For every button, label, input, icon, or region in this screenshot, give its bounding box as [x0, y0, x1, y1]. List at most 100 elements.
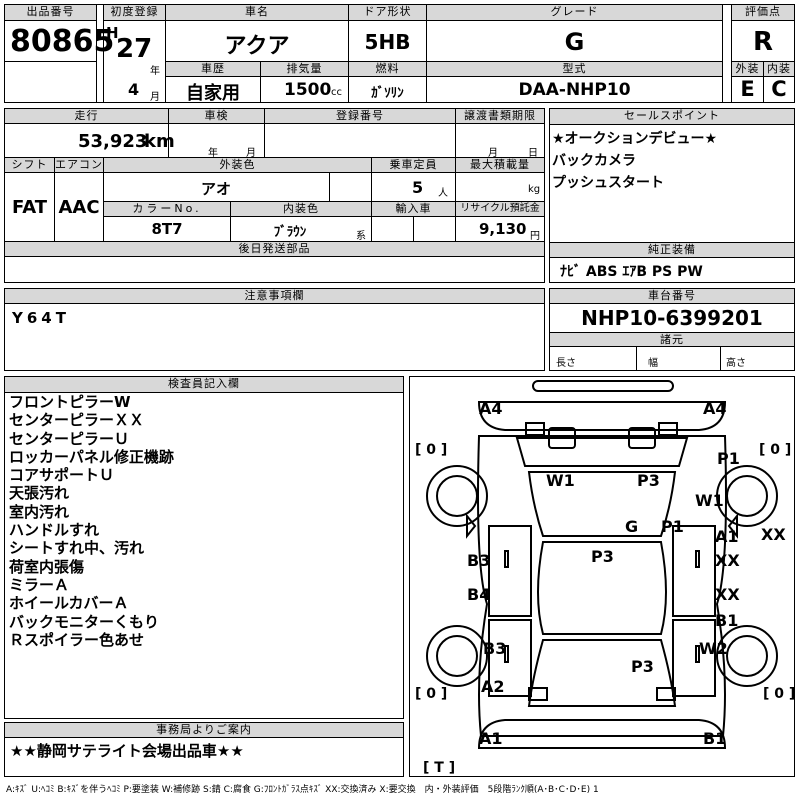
- displacement-unit: cc: [331, 87, 342, 98]
- mark-p3-roof: P3: [591, 547, 614, 566]
- mark-w2-right: W2: [699, 639, 728, 658]
- mark-p1-right: P1: [661, 517, 684, 536]
- mark-g-glass: G: [625, 517, 638, 536]
- inspector-line: センターピラーＵ: [9, 429, 130, 448]
- rear-bumper: [477, 719, 727, 749]
- mark-xx-right-2: XX: [715, 585, 740, 604]
- int-color-label: 内装色: [230, 201, 372, 217]
- fuel-label: 燃料: [348, 61, 427, 77]
- shift: FAT: [11, 197, 48, 218]
- rear-window: [527, 639, 677, 707]
- inspector-line: 室内汚れ: [9, 502, 70, 521]
- ac: AAC: [58, 197, 100, 218]
- rear-door-l: [488, 619, 532, 697]
- year-unit: 年: [150, 66, 160, 77]
- ext-color: アオ: [200, 180, 231, 198]
- front-bumper: [477, 401, 727, 431]
- mark-w1-hood: W1: [546, 471, 575, 490]
- displacement-label: 排気量: [260, 61, 349, 77]
- rear-door-r: [672, 619, 716, 697]
- length-label: 長さ: [556, 358, 576, 369]
- inspector-line: フロントピラーW: [9, 393, 131, 411]
- notes-label: 注意事項欄: [4, 288, 545, 304]
- history: 自家用: [186, 83, 240, 104]
- equipment-cell: [549, 257, 795, 283]
- int-grade-label: 内装: [763, 61, 795, 77]
- hood-vent-l: [548, 427, 576, 449]
- tire-fl: [ 0 ]: [415, 442, 447, 458]
- int-color-suffix: 系: [356, 231, 366, 242]
- wheel-fr-inner: [726, 475, 768, 517]
- mark-b1-right: B1: [715, 611, 738, 630]
- sales-point-line: バックカメラ: [552, 153, 636, 169]
- car-name: アクア: [224, 34, 290, 59]
- score-label: 評価点: [731, 4, 795, 21]
- wheel-fl-inner: [436, 475, 478, 517]
- rear-light-l: [528, 687, 548, 701]
- model-label: 型式: [426, 61, 723, 77]
- inspector-line: 荷室内張傷: [9, 557, 85, 576]
- wheel-fl: [426, 465, 488, 527]
- score: R: [752, 27, 774, 57]
- inspector-line: センターピラーＸＸ: [9, 411, 145, 430]
- office-label: 事務局よりご案内: [4, 722, 404, 738]
- plate-label: 登録番号: [264, 108, 456, 124]
- mark-xx-right-1: XX: [715, 551, 740, 570]
- transfer-label: 譲渡書類期限: [455, 108, 545, 124]
- lot-no-label: 出品番号: [4, 4, 97, 21]
- inspector-list: フロントピラーW センターピラーＸＸ センターピラーＵ ロッカーパネル修正機跡 …: [9, 393, 399, 649]
- sales-point-line: プッシュスタート: [552, 175, 664, 191]
- hood-front: [515, 437, 689, 467]
- chassis: NHP10-6399201: [581, 306, 763, 330]
- import-divider: [413, 216, 414, 242]
- mirror-l: [466, 513, 477, 539]
- tire-fr: [ 0 ]: [759, 442, 791, 458]
- ext-grade-label: 外装: [731, 61, 764, 77]
- mark-b4-left: B4: [467, 585, 490, 604]
- plate-cell: [264, 123, 456, 158]
- specs-label: 諸元: [549, 332, 795, 347]
- mark-b1-bumper: B1: [703, 729, 726, 748]
- handle-rl: [504, 645, 509, 663]
- handle-fl: [504, 550, 509, 568]
- sales-points-list: ★オークションデビュー★ バックカメラ プッシュスタート: [552, 128, 792, 194]
- int-color: ﾌﾞﾗｳﾝ: [273, 225, 307, 240]
- mileage: 53,923: [78, 131, 148, 152]
- front-bumper-top: [532, 380, 674, 392]
- specs-cell: [549, 346, 795, 371]
- transfer-day-unit: 日: [528, 148, 538, 159]
- mileage-unit: km: [144, 131, 175, 152]
- mark-a4-right: A4: [703, 399, 727, 418]
- recycle-unit: 円: [530, 231, 540, 242]
- ext-color-divider: [329, 172, 330, 202]
- wheel-rr-inner: [726, 635, 768, 677]
- inspector-cell: [4, 392, 404, 719]
- windshield: [527, 471, 677, 537]
- history-label: 車歴: [165, 61, 261, 77]
- displacement: 1500: [284, 80, 332, 100]
- inspection-label: 車検: [168, 108, 265, 124]
- fuel: ｶﾞｿﾘﾝ: [371, 86, 404, 101]
- roof: [537, 541, 667, 635]
- notes: Y64T: [12, 309, 70, 327]
- inspector-line: コアサポートＵ: [9, 466, 115, 485]
- later-parts-cell: [4, 256, 545, 283]
- inspector-line: バックモニターくもり: [9, 612, 160, 631]
- mirror-r: [727, 513, 738, 539]
- sales-points-label: セールスポイント: [549, 108, 795, 125]
- mark-w1-pillar: W1: [695, 491, 724, 510]
- car-outline: [426, 380, 778, 749]
- sales-point-line: ★オークションデビュー★: [552, 131, 718, 147]
- inspector-line: シートすれ中、汚れ: [9, 539, 145, 558]
- specs-divider-2: [720, 346, 721, 371]
- handle-fr: [695, 550, 700, 568]
- car-diagram: [ 0 ] [ 0 ] [ 0 ] [ 0 ] [ T ] A4 A4 P1 W…: [415, 380, 795, 776]
- car-body: [477, 435, 727, 737]
- equipment: ﾅﾋﾞ ABS ｴｱB PS PW: [560, 264, 703, 280]
- shift-label: シフト: [4, 157, 55, 173]
- width-label: 幅: [648, 358, 658, 369]
- mark-p3-rear: P3: [631, 657, 654, 676]
- legend: A:ｷｽﾞ U:ﾍｺﾐ B:ｷｽﾞを伴うﾍｺﾐ P:要塗装 W:補修跡 S:錆 …: [6, 785, 599, 795]
- month-unit: 月: [150, 92, 160, 103]
- era: H: [106, 24, 119, 42]
